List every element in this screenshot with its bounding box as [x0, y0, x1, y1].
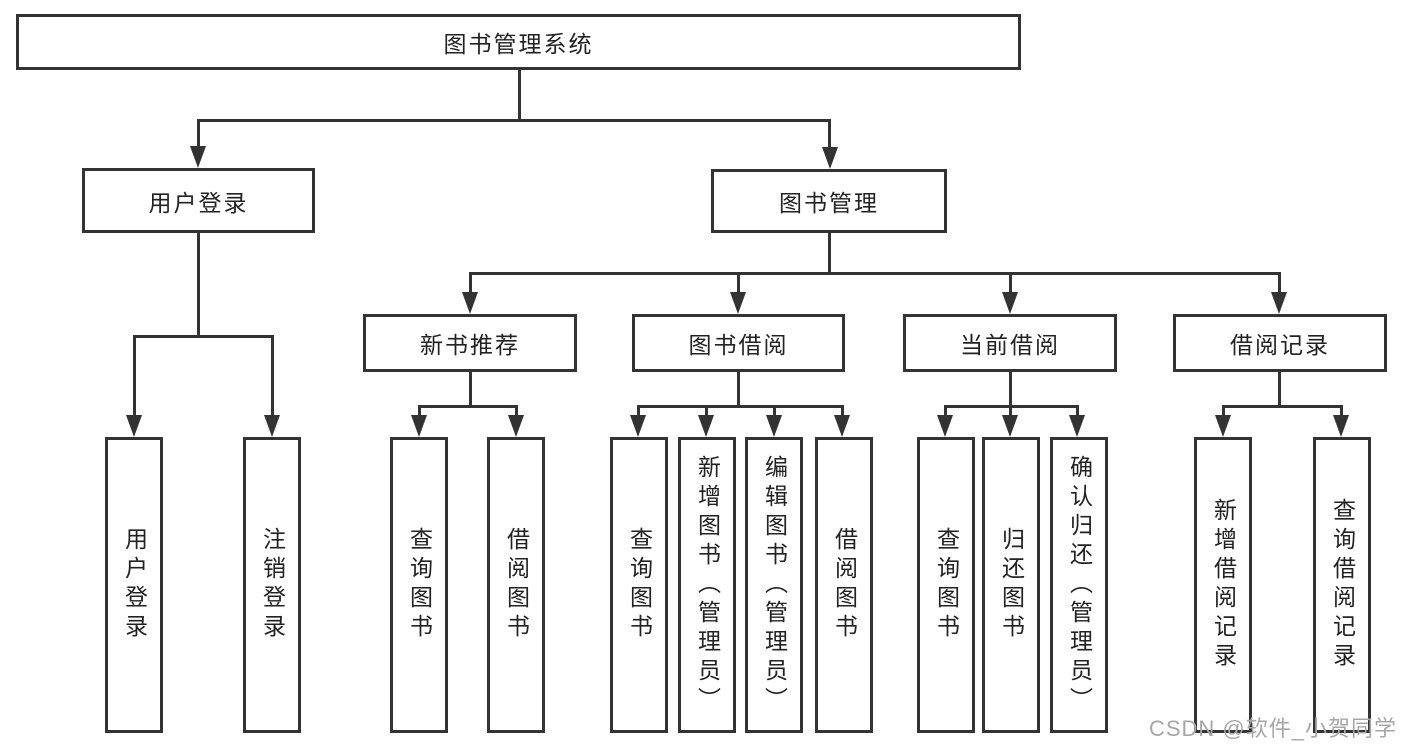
leaf-label: 查询图书: [933, 527, 960, 643]
arrow-down-icon: [1215, 415, 1231, 437]
leaf-edit-books-admin: 编辑图书（管理员）: [745, 437, 803, 733]
node-user-login: 用户登录: [82, 168, 315, 233]
node-label: 当前借阅: [960, 332, 1060, 358]
connector-line: [637, 405, 640, 417]
arrow-down-icon: [730, 292, 746, 314]
arrow-down-icon: [126, 415, 142, 437]
leaf-label: 借阅图书: [831, 527, 858, 643]
arrow-down-icon: [766, 415, 782, 437]
connector-line: [1076, 405, 1079, 417]
connector-line: [1009, 405, 1012, 417]
connector-line: [469, 272, 1281, 275]
node-new-book-recommend: 新书推荐: [363, 314, 577, 372]
leaf-label: 查询图书: [406, 527, 433, 643]
connector-line: [271, 335, 274, 415]
node-label: 图书借阅: [688, 332, 789, 358]
connector-line: [515, 405, 518, 417]
node-book-management: 图书管理: [711, 169, 947, 233]
arrow-down-icon: [462, 292, 478, 314]
arrow-down-icon: [937, 415, 953, 437]
arrow-down-icon: [698, 415, 714, 437]
leaf-label: 查询图书: [626, 527, 653, 643]
node-label: 图书管理系统: [443, 31, 594, 57]
connector-line: [197, 119, 830, 122]
arrow-down-icon: [1069, 415, 1085, 437]
leaf-borrow-books-borrowing: 借阅图书: [815, 437, 873, 733]
connector-line: [1009, 372, 1012, 405]
connector-line: [197, 119, 200, 147]
leaf-return-books: 归还图书: [982, 437, 1040, 733]
leaf-logout-login: 注销登录: [243, 437, 301, 733]
csdn-watermark: CSDN @软件_小贺同学: [1148, 716, 1397, 741]
node-label: 新书推荐: [420, 332, 520, 358]
arrow-down-icon: [822, 147, 838, 169]
arrow-down-icon: [190, 146, 206, 168]
node-book-borrowing: 图书借阅: [632, 314, 845, 372]
connector-line: [1340, 405, 1343, 417]
connector-line: [469, 372, 472, 405]
connector-line: [1278, 372, 1281, 405]
connector-line: [737, 272, 740, 292]
node-label: 用户登录: [148, 189, 249, 216]
node-label: 借阅记录: [1230, 332, 1330, 358]
connector-line: [133, 335, 274, 338]
connector-line: [418, 405, 518, 408]
node-library-management-system: 图书管理系统: [16, 14, 1021, 70]
leaf-add-books-admin: 新增图书（管理员）: [678, 437, 736, 733]
arrow-down-icon: [264, 415, 280, 437]
arrow-down-icon: [508, 415, 524, 437]
connector-line: [773, 405, 776, 417]
connector-line: [1222, 405, 1225, 417]
leaf-add-borrow-record: 新增借阅记录: [1194, 437, 1252, 733]
leaf-label: 借阅图书: [503, 527, 530, 643]
connector-line: [469, 272, 472, 292]
leaf-label: 新增借阅记录: [1210, 498, 1237, 672]
arrow-down-icon: [1002, 292, 1018, 314]
connector-line: [828, 233, 831, 272]
connector-line: [518, 70, 521, 119]
connector-line: [1278, 272, 1281, 292]
leaf-label: 确认归还（管理员）: [1066, 454, 1093, 716]
leaf-label: 用户登录: [121, 527, 148, 643]
arrow-down-icon: [630, 415, 646, 437]
node-borrowing-records: 借阅记录: [1173, 314, 1387, 372]
leaf-label: 新增图书（管理员）: [694, 454, 721, 716]
connector-line: [841, 405, 844, 417]
arrow-down-icon: [834, 415, 850, 437]
connector-line: [705, 405, 708, 417]
connector-line: [637, 405, 843, 408]
leaf-confirm-return-admin: 确认归还（管理员）: [1050, 437, 1108, 733]
connector-line: [944, 405, 947, 417]
connector-line: [1009, 272, 1012, 292]
connector-line: [828, 119, 831, 147]
leaf-query-books-recommend: 查询图书: [390, 437, 448, 733]
leaf-borrow-books-recommend: 借阅图书: [487, 437, 545, 733]
leaf-label: 归还图书: [998, 527, 1025, 643]
leaf-user-login: 用户登录: [105, 437, 163, 733]
connector-line: [133, 335, 136, 415]
connector-line: [1222, 405, 1342, 408]
connector-line: [418, 405, 421, 417]
node-label: 图书管理: [779, 190, 879, 216]
leaf-label: 编辑图书（管理员）: [761, 454, 788, 716]
arrow-down-icon: [1271, 292, 1287, 314]
arrow-down-icon: [411, 415, 427, 437]
leaf-query-borrow-record: 查询借阅记录: [1313, 437, 1371, 733]
node-current-borrowing: 当前借阅: [903, 314, 1117, 372]
arrow-down-icon: [1333, 415, 1349, 437]
leaf-query-books-current: 查询图书: [917, 437, 975, 733]
leaf-query-books-borrowing: 查询图书: [610, 437, 668, 733]
connector-line: [197, 233, 200, 335]
connector-line: [737, 372, 740, 405]
arrow-down-icon: [1002, 415, 1018, 437]
leaf-label: 查询借阅记录: [1329, 498, 1356, 672]
leaf-label: 注销登录: [259, 527, 286, 643]
